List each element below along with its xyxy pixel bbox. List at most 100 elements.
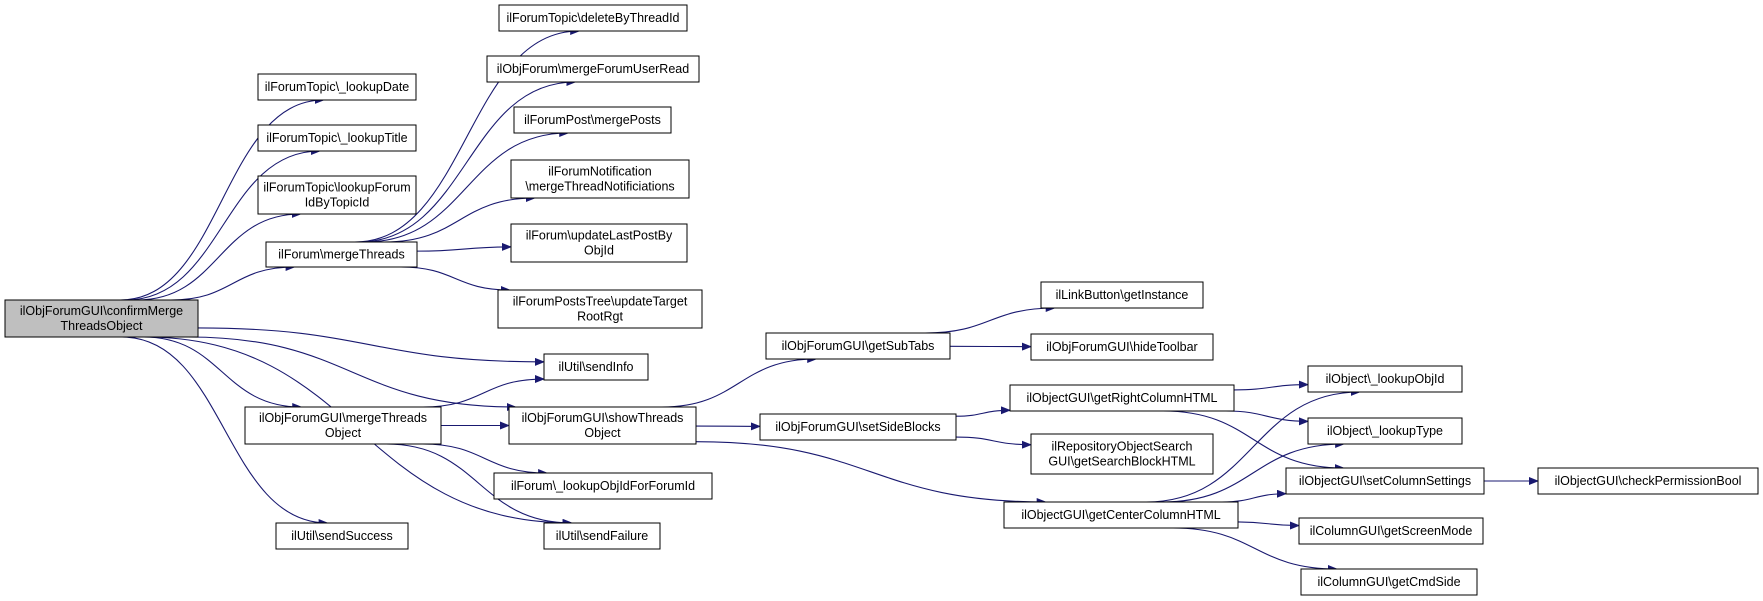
node-box <box>1300 568 1478 596</box>
node-merge-threads[interactable]: ilForum\mergeThreads <box>265 241 418 268</box>
node-get-sub-tabs[interactable]: ilObjForumGUI\getSubTabs <box>765 332 951 360</box>
node-box <box>1009 384 1235 412</box>
edge-set-side-blocks-to-get-right-column-html <box>955 406 1011 417</box>
node-merge-thread-notif[interactable]: ilForumNotification\mergeThreadNotificia… <box>510 159 690 199</box>
node-label: ilForum\updateLastPostBy <box>526 229 673 243</box>
node-box <box>497 289 703 329</box>
edge-merge-threads-to-delete-by-thread-id <box>354 27 581 243</box>
node-get-center-column-html[interactable]: ilObjectGUI\getCenterColumnHTML <box>1003 501 1239 529</box>
node-get-screen-mode[interactable]: ilColumnGUI\getScreenMode <box>1298 517 1484 545</box>
node-send-success[interactable]: ilUtil\sendSuccess <box>275 522 409 550</box>
edge-set-side-blocks-to-get-search-block-html <box>955 436 1032 449</box>
node-send-failure[interactable]: ilUtil\sendFailure <box>543 522 661 550</box>
edge-get-center-column-html-to-lookup-obj-id <box>1146 388 1361 503</box>
node-label: ilObjectGUI\getRightColumnHTML <box>1026 391 1217 405</box>
node-get-search-block-html[interactable]: ilRepositoryObjectSearchGUI\getSearchBlo… <box>1030 433 1214 475</box>
edge-root-to-lookup-title <box>125 147 322 301</box>
edge-get-sub-tabs-to-get-instance <box>925 304 1056 334</box>
node-box <box>759 413 957 441</box>
node-box <box>265 241 418 268</box>
node-box <box>257 124 417 152</box>
node-label: Object <box>325 426 362 440</box>
edge-get-center-column-html-to-get-screen-mode <box>1237 521 1300 530</box>
node-box <box>1030 333 1214 361</box>
node-label: ilObjectGUI\checkPermissionBool <box>1555 474 1742 488</box>
node-label: ilRepositoryObjectSearch <box>1051 440 1192 454</box>
node-label: \mergeThreadNotificiations <box>525 180 674 194</box>
node-lookup-obj-id-for-forum-id[interactable]: ilForum\_lookupObjIdForForumId <box>493 472 713 500</box>
node-get-cmd-side[interactable]: ilColumnGUI\getCmdSide <box>1300 568 1478 596</box>
node-box <box>765 332 951 360</box>
node-label: ilObjectGUI\getCenterColumnHTML <box>1021 508 1220 522</box>
node-label: ilObjForum\mergeForumUserRead <box>497 62 689 76</box>
node-box <box>513 106 672 134</box>
node-label: ObjId <box>584 244 614 258</box>
node-get-instance[interactable]: ilLinkButton\getInstance <box>1040 281 1204 309</box>
node-label: ilObjForumGUI\hideToolbar <box>1046 340 1197 354</box>
node-label: ilColumnGUI\getCmdSide <box>1317 575 1460 589</box>
node-box <box>508 406 697 445</box>
node-lookup-title[interactable]: ilForumTopic\_lookupTitle <box>257 124 417 152</box>
node-box <box>493 472 713 500</box>
edge-root-to-lookup-date <box>120 96 325 301</box>
node-check-permission-bool[interactable]: ilObjectGUI\checkPermissionBool <box>1537 467 1759 495</box>
node-box <box>543 353 649 381</box>
edge-merge-threads-to-update-target <box>400 266 511 294</box>
node-lookup-obj-id[interactable]: ilObject\_lookupObjId <box>1307 365 1463 393</box>
node-label: ilObjForumGUI\showThreads <box>522 411 684 425</box>
node-box <box>1537 467 1759 495</box>
node-label: IdByTopicId <box>305 196 370 210</box>
node-label: ilForum\_lookupObjIdForForumId <box>511 479 695 493</box>
node-box <box>1285 467 1485 495</box>
node-hide-toolbar[interactable]: ilObjForumGUI\hideToolbar <box>1030 333 1214 361</box>
edge-root-to-merge-threads <box>170 263 296 301</box>
node-box <box>1307 365 1463 393</box>
node-get-right-column-html[interactable]: ilObjectGUI\getRightColumnHTML <box>1009 384 1235 412</box>
node-merge-posts[interactable]: ilForumPost\mergePosts <box>513 106 672 134</box>
node-set-side-blocks[interactable]: ilObjForumGUI\setSideBlocks <box>759 413 957 441</box>
node-label: ilObjForumGUI\mergeThreads <box>259 411 427 425</box>
node-label: ilColumnGUI\getScreenMode <box>1310 524 1473 538</box>
edge-merge-threads-object-to-send-info <box>423 375 545 408</box>
edge-get-center-column-html-to-set-column-settings <box>1221 489 1287 503</box>
edge-get-center-column-html-to-lookup-type <box>1161 440 1346 503</box>
node-box <box>1003 501 1239 529</box>
edge-root-to-merge-threads-object <box>143 336 303 411</box>
node-box <box>1307 417 1463 445</box>
node-box <box>510 159 690 199</box>
node-label: ilUtil\sendInfo <box>558 360 633 374</box>
node-merge-forum-user-read[interactable]: ilObjForum\mergeForumUserRead <box>486 55 700 83</box>
edge-root-to-send-info <box>197 327 545 366</box>
node-label: ilLinkButton\getInstance <box>1056 288 1189 302</box>
node-label: ilForumTopic\lookupForum <box>263 181 410 195</box>
node-label: ilForumNotification <box>548 165 652 179</box>
node-send-info[interactable]: ilUtil\sendInfo <box>543 353 649 381</box>
node-set-column-settings[interactable]: ilObjectGUI\setColumnSettings <box>1285 467 1485 495</box>
node-label: ilForumTopic\_lookupTitle <box>266 131 407 145</box>
node-label: ilForumPostsTree\updateTarget <box>513 295 688 309</box>
node-label: ilObjForumGUI\setSideBlocks <box>775 420 940 434</box>
node-label: ilObject\_lookupObjId <box>1326 372 1445 386</box>
node-delete-by-thread-id[interactable]: ilForumTopic\deleteByThreadId <box>498 4 688 32</box>
edge-show-threads-object-to-get-center-column-html <box>695 441 1047 506</box>
node-box <box>498 4 688 32</box>
node-box <box>510 223 688 263</box>
edge-merge-threads-to-merge-posts <box>364 129 570 243</box>
node-label: ilUtil\sendSuccess <box>291 529 392 543</box>
edge-get-right-column-html-to-lookup-obj-id <box>1233 380 1309 391</box>
edge-get-center-column-html-to-get-cmd-side <box>1172 527 1338 573</box>
node-label: ilForumTopic\deleteByThreadId <box>507 11 680 25</box>
node-lookup-type[interactable]: ilObject\_lookupType <box>1307 417 1463 445</box>
edge-merge-threads-to-merge-forum-user-read <box>358 78 577 243</box>
node-label: ilObjForumGUI\confirmMerge <box>20 304 183 318</box>
node-label: ilForum\mergeThreads <box>278 248 404 262</box>
node-lookup-date[interactable]: ilForumTopic\_lookupDate <box>257 73 417 101</box>
edge-get-right-column-html-to-set-column-settings <box>1163 410 1345 472</box>
node-label: ilObjectGUI\setColumnSettings <box>1299 474 1471 488</box>
